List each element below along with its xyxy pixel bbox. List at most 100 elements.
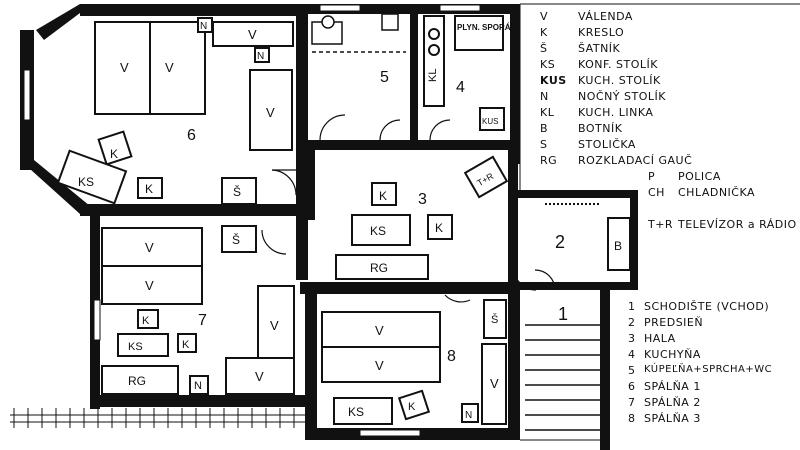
label-v: V [145,240,154,255]
coffee-table [351,214,411,246]
legend-code: RG [540,154,558,167]
room-number-6: 6 [187,127,196,144]
legend-room-name: SCHODIŠTE (VCHOD) [644,300,770,313]
legend-desc: ROZKLADACÍ GAUČ [578,154,693,167]
label-rg: RG [128,374,146,388]
room-7-labels: V V Š V K KS K RG V N 7 [128,232,279,392]
label-kl: KL [427,69,439,82]
bed [249,69,293,151]
windows [23,4,481,437]
toilet [321,15,335,29]
room-number-3: 3 [418,191,427,208]
legend-frame [519,3,800,190]
label-v: V [255,369,264,384]
label-ks: KS [128,341,143,353]
legend-room-number: 4 [628,348,636,361]
legend-room-name: SPÁLŇA 2 [644,396,701,409]
label-v: V [270,318,279,333]
room-7-furniture [101,225,295,395]
legend-code: V [540,10,549,23]
legend-code: KS [540,58,556,71]
label-rg: RG [370,261,388,275]
legend-room-number: 6 [628,380,636,393]
balcony-railing [10,414,600,441]
bed [212,21,294,47]
stove-burner [428,44,440,56]
label-v: V [375,358,384,373]
room-number-5: 5 [380,69,389,86]
armchair [137,309,159,329]
legend-desc: KRESLO [578,26,625,39]
balcony-ticks [13,408,295,428]
label-wardrobe: Š [491,313,498,326]
kitchen-counter [423,15,445,107]
room-8-labels: V V Š V KS K N 8 [348,313,499,421]
room-2-predsien [545,203,631,271]
label-k: K [110,147,118,161]
label-v: V [145,278,154,293]
coffee-table [333,397,393,425]
room-number-4: 4 [456,79,465,96]
legend-code: P [648,170,656,183]
label-kus: KUS [482,117,498,126]
legend-code: S [540,138,548,151]
legend-code: B [540,122,549,135]
label-wardrobe: Š [232,232,240,247]
legend-desc: ŠATNÍK [578,42,621,55]
legend-room-number: 8 [628,412,636,425]
label-wardrobe: Š [233,184,241,199]
stove [454,15,504,51]
wardrobe [483,299,507,339]
legend-desc: KONF. STOLÍK [578,58,658,71]
room-5-bathroom [311,13,406,53]
label-v: V [248,27,257,42]
legend-room-name: PREDSIEŇ [644,316,704,329]
wardrobe [221,177,257,205]
legend-code: Š [540,42,548,55]
legend-desc: CHLADNIČKA [678,186,756,199]
label-ks: KS [370,224,386,238]
legend-desc: KUCH. LINKA [578,106,654,119]
door-swings [261,114,556,303]
room-6-labels: V V V V N N Š K K KS 6 [78,21,275,199]
armchair [97,130,133,166]
tv-radio [463,155,509,199]
legend-room-number: 2 [628,316,636,329]
stairs [525,324,600,431]
legend-room-name: HALA [644,332,676,345]
legend-desc: NOČNÝ STOLÍK [578,90,666,103]
label-ks: KS [348,405,364,419]
stove-burner [428,28,440,40]
nightstand [197,17,213,33]
legend-room-number: 7 [628,396,636,409]
legend-desc: POLICA [678,170,721,183]
bed [481,343,507,425]
coffee-table [56,149,128,205]
legend-code: CH [648,186,665,199]
legend-code: K [540,26,548,39]
label-v: V [266,105,275,120]
room-3-labels: K KS K RG T+R 3 [370,171,496,275]
legend-room-name: KÚPEĽŇA+SPRCHA+WC [644,364,773,375]
legend-desc: VÁLENDA [578,10,633,23]
nightstand [461,403,479,423]
room-8-furniture [321,299,507,425]
legend-desc: KUCH. STOLÍK [578,74,661,87]
legend-room-number: 1 [628,300,636,313]
legend-code: KL [540,106,555,119]
sofa-bed [101,365,179,395]
room-4-kitchen [423,15,505,131]
room-number-8: 8 [447,348,456,365]
label-ks: KS [78,175,94,189]
armchair [427,214,453,240]
shoe-cabinet [607,217,631,271]
legend-room-number: 5 [628,364,636,377]
label-n: N [200,21,207,32]
legend-room-name: SPÁLŇA 1 [644,380,701,393]
legend-desc: BOTNÍK [578,122,623,135]
nightstand [254,47,270,63]
washbasin [381,13,399,31]
